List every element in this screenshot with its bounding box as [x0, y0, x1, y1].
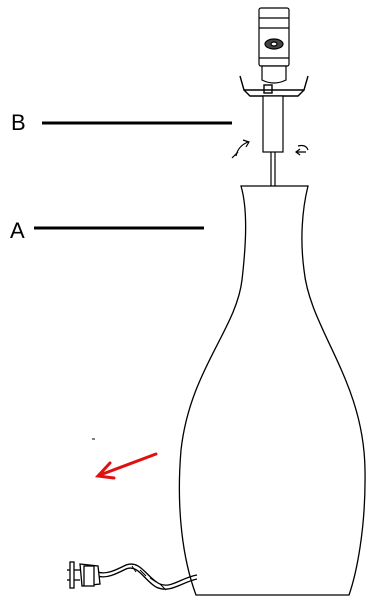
lamp-neck-tube — [262, 95, 284, 186]
callout-label-a: A — [10, 218, 25, 243]
callout-label-b: B — [11, 110, 26, 135]
lamp-socket — [258, 7, 290, 84]
rotate-right-arrow-icon — [295, 144, 309, 156]
rotate-left-arrow-icon — [231, 139, 250, 159]
lamp-body — [178, 185, 366, 596]
power-plug-icon — [67, 561, 101, 589]
power-cord — [97, 563, 198, 591]
red-arrow-icon — [94, 452, 158, 480]
